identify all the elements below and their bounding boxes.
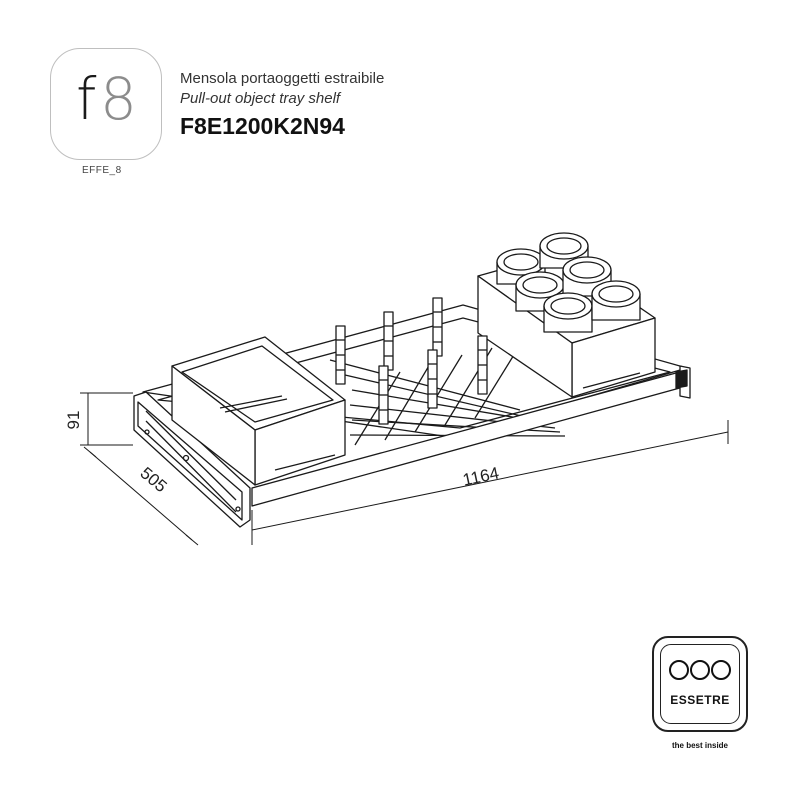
runner-screw-rear [144,429,150,435]
dim-width-line [251,431,729,531]
logo-caption: EFFE_8 [82,165,122,176]
runner-rail [137,401,243,521]
brand-tagline: the best inside [671,741,728,750]
spice-jar-1 [496,248,546,285]
spice-jar-6 [591,280,641,321]
spice-jars [496,232,641,333]
right-box-left [477,275,573,398]
runner-screw-end [235,506,241,512]
logo-frame [50,48,162,160]
peg-2 [383,311,394,371]
dim-width-label: 1164 [461,464,501,490]
peg-4 [378,365,389,425]
peg-3 [432,297,443,357]
spice-jar-3 [515,271,565,312]
essetre-logo: ESSETRE [652,636,748,732]
dimension-lines [80,392,729,546]
logo-letter-f: f [76,65,97,133]
left-box-left [171,365,256,486]
peg-5 [427,349,438,409]
dim-depth-label: 505 [137,463,171,496]
product-code: F8E1200K2N94 [180,113,345,139]
peg-1 [335,325,346,385]
dim-depth-line [89,451,193,541]
dim-height-label: 91 [64,411,83,430]
left-box-foot [274,454,336,471]
essetre-logo-inner [660,644,740,724]
tray-right-cap [675,369,688,389]
product-name-italian: Mensola portaoggetti estraibile [180,70,385,87]
runner-screw-front [182,454,190,462]
three-circles-icon [669,660,731,680]
peg-6 [477,335,488,395]
right-box-foot [582,372,641,389]
spice-jar-5 [543,292,593,333]
left-box-divider [219,395,283,409]
divider-pegs [335,297,488,425]
brand-name: ESSETRE [670,693,730,707]
logo-digit-8: 8 [100,65,137,133]
product-name-english: Pull-out object tray shelf [180,90,341,107]
